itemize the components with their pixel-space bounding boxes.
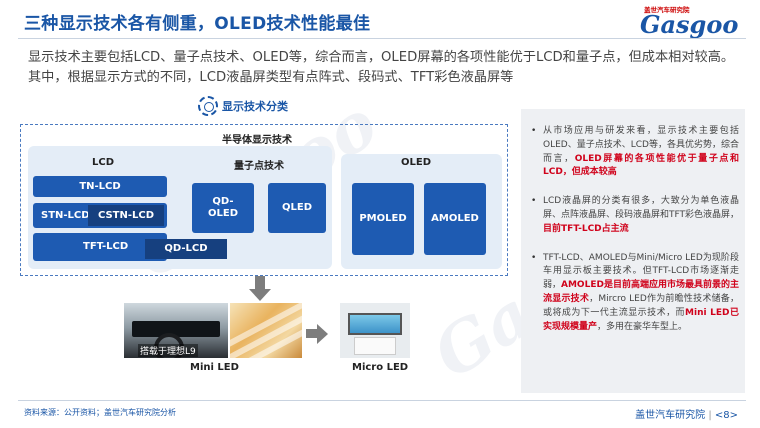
highlight-text: 目前TFT-LCD占主流 <box>543 223 629 234</box>
footer-divider <box>18 400 746 401</box>
summary-bullet: LCD液晶屏的分类有很多，大致分为单色液晶屏、点阵液晶屏、段码液晶屏和TFT彩色… <box>529 195 739 236</box>
mini-led-panel-photo <box>230 303 302 358</box>
micro-led-photo <box>340 303 410 358</box>
logo-wordmark: Gasgoo <box>640 10 739 39</box>
tile-qd-oled: QD- OLED <box>192 183 254 233</box>
bullet-text: ，Mircro LED作为前瞻性技术储备，或将成为下一代主流显示技术，而 <box>543 293 739 318</box>
arrow-down-icon <box>249 276 271 302</box>
summary-bullet: 从市场应用与研发来看，显示技术主要包括OLED、量子点技术、LCD等，各具优劣势… <box>529 125 739 180</box>
page-title: 三种显示技术各有侧重，OLED技术性能最佳 <box>24 14 371 34</box>
tile-stn-lcd-label: STN-LCD <box>41 209 90 221</box>
cockpit-photo <box>124 303 228 358</box>
logo-tagline: 盖世汽车研究院 <box>644 6 690 14</box>
tile-qd-lcd: QD-LCD <box>145 239 227 259</box>
oled-group-label: OLED <box>401 157 432 168</box>
summary-bullet: TFT-LCD、AMOLED与Mini/Micro LED为现阶段车用显示板主要… <box>529 252 739 335</box>
intro-paragraph: 显示技术主要包括LCD、量子点技术、OLED等，综合而言，OLED屏幕的各项性能… <box>28 50 735 85</box>
bullet-text: 从市场应用与研发来看，显示技术主要包括OLED、量子点技术、LCD等，各具优劣势… <box>543 126 739 164</box>
diagram-heading: 显示技术分类 <box>198 96 288 116</box>
summary-panel: 从市场应用与研发来看，显示技术主要包括OLED、量子点技术、LCD等，各具优劣势… <box>521 109 745 393</box>
highlight-text: Mini LED已实现规模量产 <box>543 307 739 332</box>
bullet-text: ，多用在豪华车型上。 <box>597 321 688 332</box>
footer-brand: 盖世汽车研究院 | <8> <box>635 410 738 421</box>
tile-cstn-lcd: CSTN-LCD <box>88 205 164 226</box>
arrow-right-icon <box>306 324 328 344</box>
semiconductor-title: 半导体显示技术 <box>222 135 292 146</box>
gasgoo-logo: 盖世汽车研究院 Gasgoo <box>636 4 746 39</box>
source-note: 资料来源：公开资料；盖世汽车研究院分析 <box>24 408 176 417</box>
photo-caption: 搭载于理想L9 <box>138 344 198 357</box>
page-number: <8> <box>714 410 738 421</box>
classification-frame <box>20 124 508 276</box>
footer-brand-name: 盖世汽车研究院 <box>635 410 706 421</box>
tile-tft-lcd-label: TFT-LCD <box>83 241 129 252</box>
diagram-heading-label: 显示技术分类 <box>222 100 288 113</box>
lcd-group-label: LCD <box>92 157 115 168</box>
micro-led-label: Micro LED <box>352 362 409 373</box>
gear-icon <box>198 96 218 116</box>
highlight-text: AMOLED是目前高端应用市场最具前景的主流显示技术 <box>543 280 739 304</box>
quantum-group-label: 量子点技术 <box>234 161 284 172</box>
bullet-text: LCD液晶屏的分类有很多，大致分为单色液晶屏、点阵液晶屏、段码液晶屏和TFT彩色… <box>543 196 740 220</box>
tile-pmoled: PMOLED <box>352 183 414 255</box>
tile-tn-lcd: TN-LCD <box>33 176 167 197</box>
summary-list: 从市场应用与研发来看，显示技术主要包括OLED、量子点技术、LCD等，各具优劣势… <box>529 125 739 349</box>
highlight-text: OLED屏幕的各项性能优于量子点和LCD，但成本较高 <box>543 153 739 178</box>
tile-amoled: AMOLED <box>424 183 486 255</box>
tile-qled: QLED <box>268 183 326 233</box>
bullet-text: TFT-LCD、AMOLED与Mini/Micro LED为现阶段车用显示板主要… <box>543 252 739 291</box>
tile-tft-lcd: TFT-LCD <box>33 233 167 261</box>
title-divider <box>18 38 746 39</box>
mini-led-label: Mini LED <box>190 362 239 373</box>
